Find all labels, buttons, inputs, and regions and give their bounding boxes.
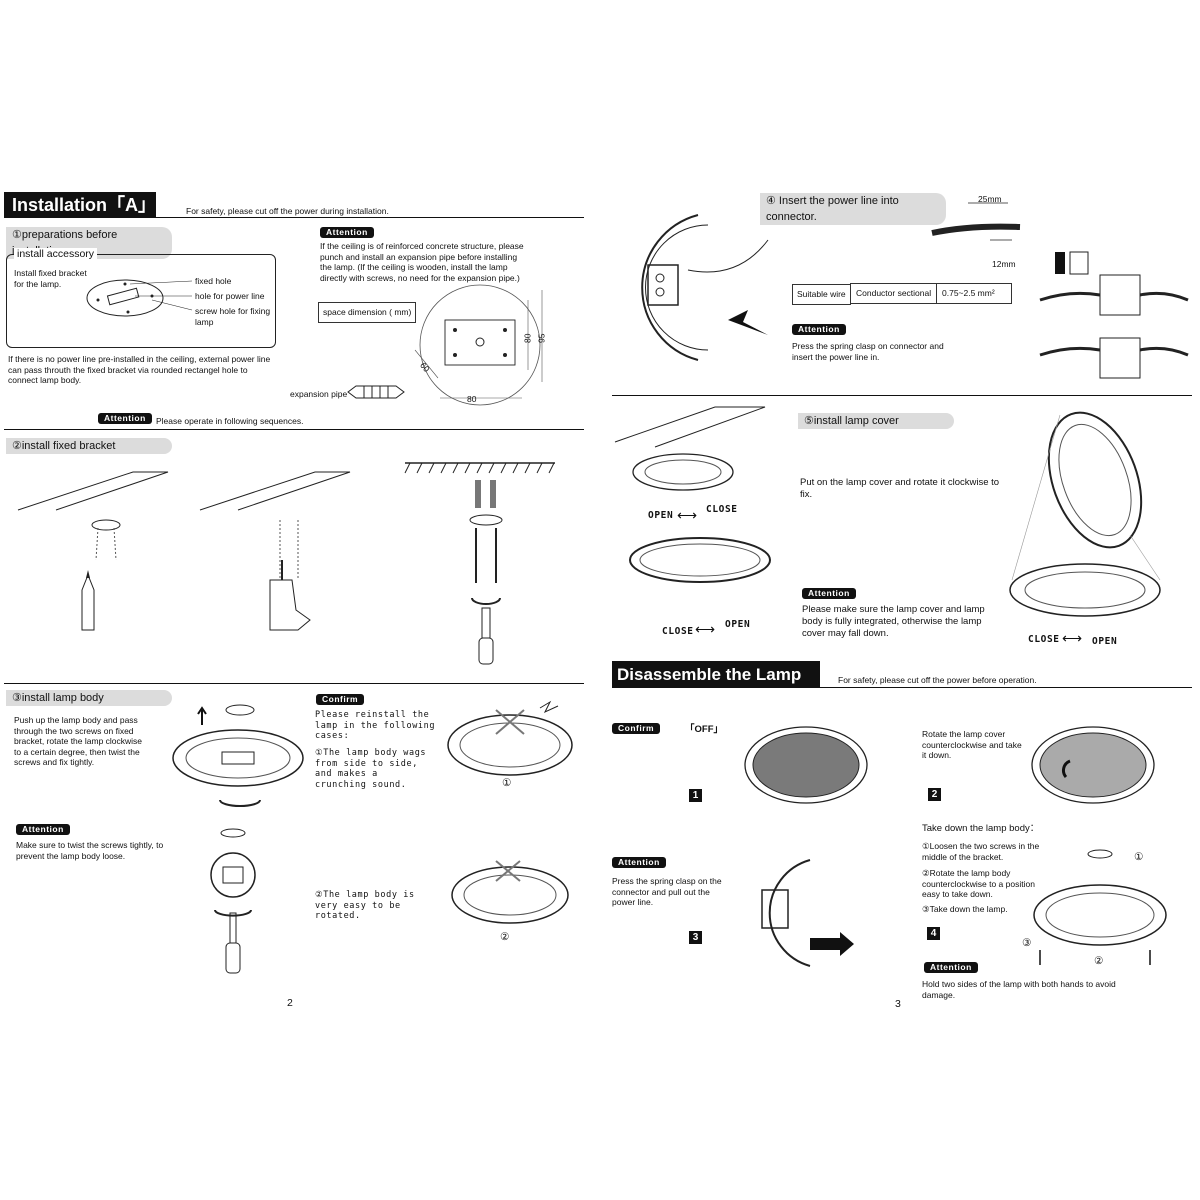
close-label-1: CLOSE	[706, 504, 738, 515]
bracket-illustration	[86, 279, 193, 317]
lamp-rotate-cover-illustration	[1031, 726, 1155, 804]
attention-tag-hold: Attention	[924, 962, 978, 973]
attention-tag-screws: Attention	[16, 824, 70, 835]
conductor-sectional-cell: Conductor sectional	[850, 283, 938, 304]
install-body-text: Push up the lamp body and pass through t…	[14, 715, 143, 767]
page-number-3: 3	[895, 998, 901, 1010]
accessory-desc: Install fixed bracket for the lamp.	[14, 268, 87, 289]
take-step-1: ①Loosen the two screws in the middle of …	[922, 841, 1040, 862]
bracket-dimension-drawing	[414, 284, 543, 406]
dim-80-horizontal: 80	[467, 394, 477, 404]
attention-screws-text: Make sure to twist the screws tightly, t…	[16, 840, 164, 861]
take-step-3: ③Take down the lamp.	[922, 904, 1008, 914]
diagram-num-2: ②	[1094, 955, 1104, 967]
step-1-badge: 1	[689, 789, 702, 802]
attention-cover-text: Please make sure the lamp cover and lamp…	[802, 604, 985, 639]
connector-insert-illustration	[641, 214, 769, 361]
cover-install-text: Put on the lamp cover and rotate it cloc…	[800, 477, 1000, 500]
screwdriver-twist	[210, 828, 256, 974]
installation-safety-note: For safety, please cut off the power dur…	[186, 206, 389, 216]
step-fix-bracket	[404, 462, 555, 665]
attention-tag-cover: Attention	[802, 588, 856, 599]
expansion-pipe-icon	[347, 385, 405, 399]
attention-concrete-text: If the ceiling is of reinforced concrete…	[320, 241, 524, 283]
section3-label: ③install lamp body	[6, 690, 172, 706]
step-3-text: Press the spring clasp on the connector …	[612, 876, 722, 907]
callout-screw-hole: screw hole for fixing lamp	[195, 306, 271, 327]
off-label: 「OFF」	[685, 724, 723, 735]
lamp-takedown-illustration	[1033, 849, 1167, 965]
section4-label: ④ Insert the power line into connector.	[760, 193, 946, 225]
attention-tag-concrete: Attention	[320, 227, 374, 238]
hands-cover-illustration	[629, 537, 771, 583]
confirm-tag-reinstall: Confirm	[316, 694, 365, 705]
case-1-number: ①	[502, 777, 512, 789]
lamp-body-push	[172, 704, 304, 807]
open-label-3: OPEN	[1092, 636, 1118, 647]
lamp-wag-illustration	[447, 700, 573, 776]
power-line-note: If there is no power line pre-installed …	[8, 354, 271, 385]
disassemble-title: Disassemble the Lamp	[612, 661, 820, 688]
terminal-block-diagrams	[1039, 251, 1189, 379]
step-2-text: Rotate the lamp cover counterclockwise a…	[922, 729, 1022, 760]
dim-80-vertical: 80	[522, 333, 533, 343]
lamp-off-illustration	[744, 726, 868, 804]
dim-95-vertical: 95	[536, 333, 547, 343]
space-dimension-label: space dimension ( mm)	[318, 302, 417, 323]
section4-rule	[612, 395, 1192, 396]
disassemble-safety-note: For safety, please cut off the power bef…	[838, 675, 1037, 685]
wire-strip-diagram	[931, 202, 1021, 241]
sequence-text: Please operate in following sequences.	[156, 416, 304, 426]
page-number-2: 2	[287, 997, 293, 1009]
diagram-num-1: ①	[1134, 851, 1144, 863]
section5-label: ⑤install lamp cover	[798, 413, 954, 429]
open-label-2: OPEN	[725, 619, 751, 630]
conductor-range-cell: 0.75~2.5 mm²	[936, 283, 1012, 304]
dim-12mm: 12mm	[992, 259, 1016, 269]
step-drill-ceiling	[199, 471, 351, 631]
ceiling-cover-illustration	[614, 406, 766, 491]
section1-rule	[4, 429, 584, 430]
accessory-title: install accessory	[14, 248, 98, 260]
title-rule	[4, 217, 584, 218]
close-label-3: CLOSE	[1028, 634, 1060, 645]
pull-power-line-illustration	[761, 859, 854, 967]
case-2-number: ②	[500, 931, 510, 943]
attention-tag-sequence: Attention	[98, 413, 152, 424]
accessory-box	[6, 254, 276, 348]
callout-power-hole: hole for power line	[195, 291, 265, 301]
attention-hold-text: Hold two sides of the lamp with both han…	[922, 979, 1116, 1000]
section2-rule	[4, 683, 584, 684]
step-mark-ceiling	[17, 471, 169, 631]
dim-25mm: 25mm	[978, 194, 1002, 204]
take-step-2: ②Rotate the lamp body counterclockwise t…	[922, 868, 1035, 899]
confirm-tag-off: Confirm	[612, 723, 661, 734]
double-arrow-2: ⟷	[695, 621, 716, 637]
reinstall-case-1: ①The lamp body wags from side to side, a…	[315, 748, 427, 790]
step-3-badge: 3	[689, 931, 702, 944]
open-label-1: OPEN	[648, 510, 674, 521]
installation-title: Installation「A」	[4, 192, 156, 218]
suitable-wire-cell: Suitable wire	[792, 284, 851, 305]
attention-tag-connector: Attention	[792, 324, 846, 335]
lamp-rotate-illustration	[451, 860, 569, 924]
take-body-title: Take down the lamp body：	[922, 823, 1040, 834]
disassemble-rule	[612, 687, 1192, 688]
diagram-num-3: ③	[1022, 937, 1032, 949]
step-4-badge: 4	[927, 927, 940, 940]
confirm-reinstall-text: Please reinstall the lamp in the followi…	[315, 710, 436, 741]
cover-exploded-illustration	[1009, 411, 1161, 617]
section2-label: ②install fixed bracket	[6, 438, 172, 454]
reinstall-case-2: ②The lamp body is very easy to be rotate…	[315, 890, 415, 921]
close-label-2: CLOSE	[662, 626, 694, 637]
double-arrow-1: ⟷	[677, 507, 698, 523]
expansion-pipe-label: expansion pipe	[290, 389, 348, 399]
attention-connector-text: Press the spring clasp on connector and …	[792, 341, 944, 362]
double-arrow-3: ⟷	[1062, 630, 1083, 646]
attention-tag-spring: Attention	[612, 857, 666, 868]
step-2-badge: 2	[928, 788, 941, 801]
callout-fixed-hole: fixed hole	[195, 276, 232, 286]
